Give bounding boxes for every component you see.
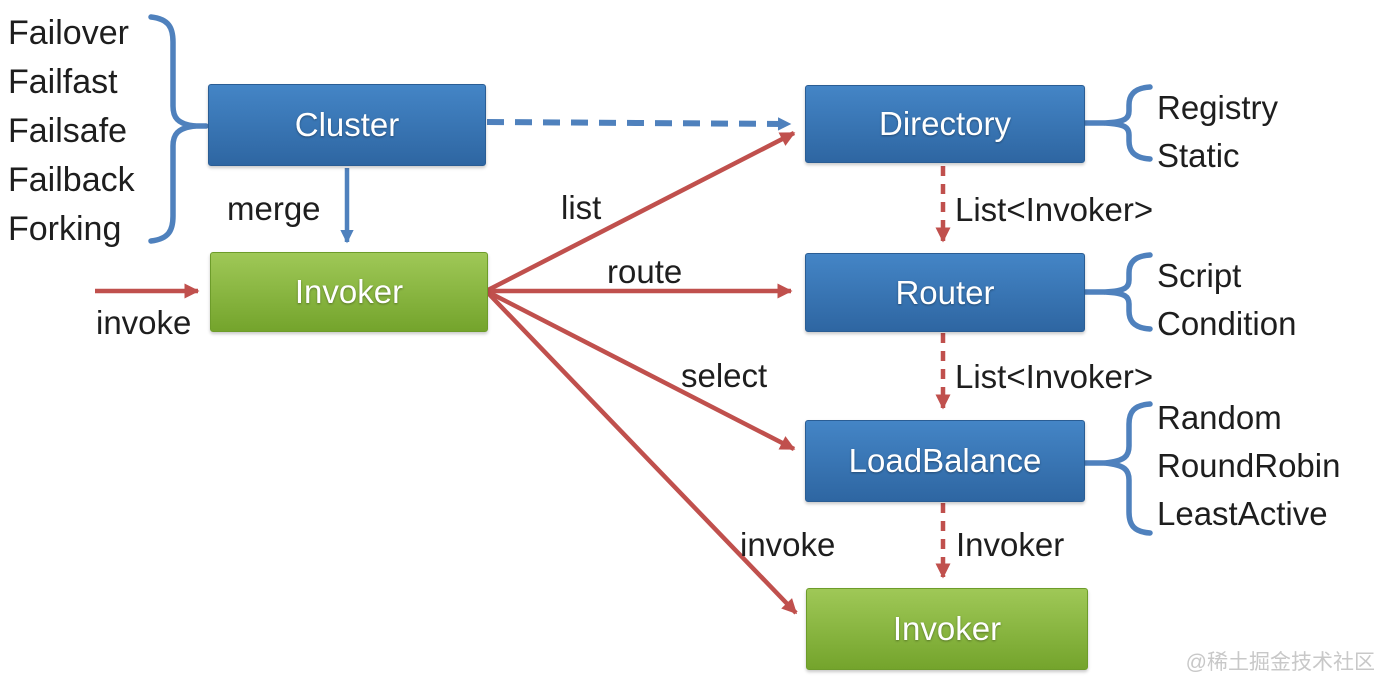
list-arrow <box>486 130 796 293</box>
loadbalance-impl-brace <box>1102 401 1153 536</box>
invoker-result-node: Invoker <box>806 588 1088 670</box>
invoker-node: Invoker <box>210 252 488 332</box>
invoke-out-label: invoke <box>740 526 836 563</box>
route-label: route <box>607 253 683 290</box>
router-impl-item: Script <box>1157 257 1242 294</box>
select-arrow <box>486 289 796 452</box>
fault-strategy-item: Failover <box>8 14 129 52</box>
router-node: Router <box>805 253 1085 332</box>
cluster-to-directory-arrow <box>486 117 792 131</box>
merge-label: merge <box>227 190 321 227</box>
fault-strategies-brace <box>148 14 198 244</box>
loadbalance-node: LoadBalance <box>805 420 1085 502</box>
fault-strategy-item: Forking <box>8 210 122 248</box>
invoke-in-label: invoke <box>96 304 192 341</box>
select-label: select <box>681 357 768 394</box>
loadbalance-impl-item: Random <box>1157 399 1282 436</box>
router-result-label: List<Invoker> <box>955 358 1154 395</box>
loadbalance-result-label: Invoker <box>956 526 1065 563</box>
router-impl-list: Script Condition <box>1157 252 1296 348</box>
directory-impl-item: Static <box>1157 137 1240 174</box>
directory-impl-item: Registry <box>1157 89 1279 126</box>
directory-impl-brace <box>1102 84 1153 162</box>
router-impl-brace <box>1102 252 1153 332</box>
directory-impl-list: Registry Static <box>1157 84 1278 180</box>
watermark: @稀土掘金技术社区 <box>1185 651 1375 674</box>
fault-strategy-item: Failfast <box>8 63 118 101</box>
loadbalance-impl-item: RoundRobin <box>1157 447 1341 484</box>
fault-strategy-item: Failback <box>8 161 135 199</box>
directory-node: Directory <box>805 85 1085 163</box>
fault-strategy-list: Failover Failfast Failsafe Failback Fork… <box>8 9 135 254</box>
cluster-node: Cluster <box>208 84 486 166</box>
fault-strategy-item: Failsafe <box>8 112 128 150</box>
invoke-out-arrow <box>486 291 798 615</box>
loadbalance-impl-list: Random RoundRobin LeastActive <box>1157 394 1340 538</box>
directory-result-label: List<Invoker> <box>955 191 1154 228</box>
list-label: list <box>561 189 602 226</box>
loadbalance-impl-item: LeastActive <box>1157 495 1328 532</box>
router-impl-item: Condition <box>1157 305 1297 342</box>
